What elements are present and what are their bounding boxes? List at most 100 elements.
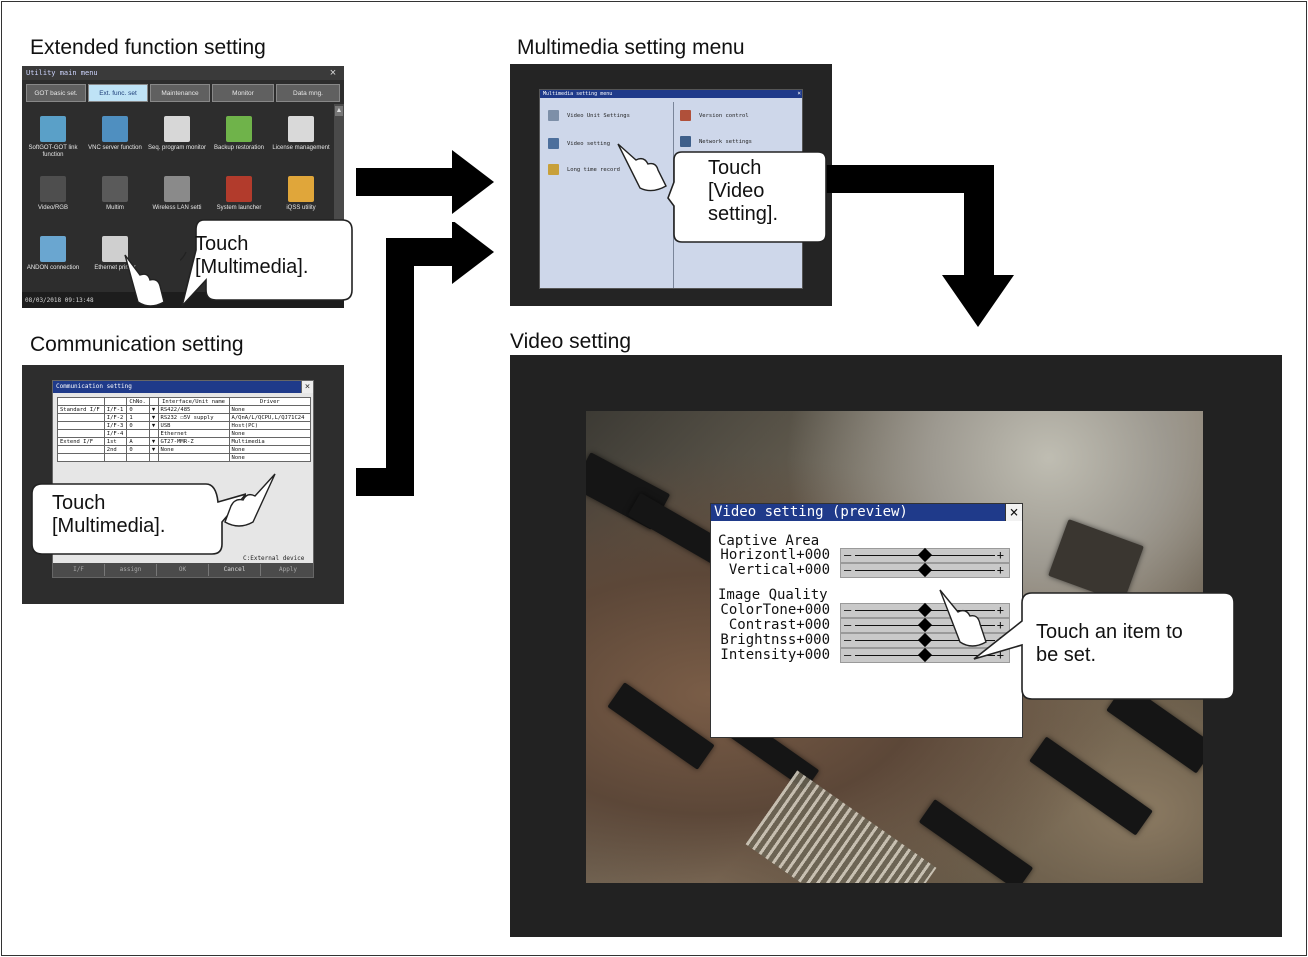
softgot-link-item[interactable]: SoftGOT-GOT link function — [22, 116, 84, 159]
minus-icon[interactable]: – — [844, 563, 852, 577]
item-label: Seq. program monitor — [147, 145, 207, 151]
license-management-icon — [288, 116, 314, 142]
close-icon[interactable]: × — [329, 67, 337, 79]
iqss-utility-item[interactable]: iQSS utility — [270, 176, 332, 212]
slider-value: +000 — [796, 647, 830, 663]
slider-label: Contrast — [728, 617, 797, 633]
tab-got-basic[interactable]: GOT basic set. — [26, 84, 86, 102]
chevron-down-icon[interactable]: ▼ — [148, 437, 159, 446]
menu-item-video-unit-settings[interactable]: Video Unit Settings — [548, 110, 630, 121]
minus-icon[interactable]: – — [844, 633, 852, 647]
plus-icon[interactable]: + — [996, 548, 1004, 562]
table-cell: 2nd — [103, 445, 128, 454]
callout-mm-bubble — [667, 151, 827, 243]
intensity-slider[interactable]: –+ — [840, 647, 1010, 663]
close-icon[interactable]: × — [301, 381, 313, 393]
if-button[interactable]: I/F — [53, 564, 105, 576]
video-rgb-item[interactable]: Video/RGB — [22, 176, 84, 212]
table-cell: None — [157, 445, 230, 454]
slider-label: ColorTone — [720, 602, 797, 618]
chevron-down-icon[interactable]: ▼ — [148, 445, 159, 454]
table-cell — [126, 453, 150, 462]
menu-item-long-time-record[interactable]: Long time record — [548, 164, 620, 175]
slider-knob[interactable] — [917, 647, 933, 663]
chevron-down-icon[interactable]: ▼ — [148, 405, 159, 414]
video-unit-settings-icon — [548, 110, 559, 121]
close-icon[interactable]: × — [1005, 504, 1022, 521]
slider-knob[interactable] — [917, 617, 933, 633]
callout-line: Touch — [195, 233, 249, 255]
plus-icon[interactable]: + — [996, 618, 1004, 632]
tab-monitor[interactable]: Monitor — [212, 84, 274, 102]
table-cell: 0 — [126, 445, 150, 454]
plus-icon[interactable]: + — [996, 603, 1004, 617]
chevron-down-icon[interactable]: ▼ — [148, 413, 159, 422]
horizontal-slider-row[interactable]: Horizontl+000 –+ — [711, 548, 1011, 563]
multimedia-item[interactable]: Multim — [84, 176, 146, 212]
pointing-hand-icon — [939, 589, 987, 647]
menu-item-network-settings[interactable]: Network settings — [680, 136, 752, 147]
interface-table: ChNo. Interface/Unit name Driver Standar… — [57, 397, 312, 462]
scroll-up-icon[interactable]: ▲ — [335, 106, 343, 116]
colortone-label: ColorTone+000 — [720, 603, 830, 618]
system-launcher-item[interactable]: System launcher — [208, 176, 270, 212]
menu-item-version-control[interactable]: Version control — [680, 110, 749, 121]
vertical-slider-row[interactable]: Vertical+000 –+ — [711, 563, 1011, 578]
chevron-down-icon[interactable]: ▼ — [148, 421, 159, 430]
table-cell: None — [228, 405, 312, 414]
table-cell: 0 — [126, 421, 150, 430]
utility-main-menu-title: Utility main menu — [22, 66, 344, 80]
slider-knob[interactable] — [917, 632, 933, 648]
tab-maintenance[interactable]: Maintenance — [150, 84, 210, 102]
multimedia-setting-menu-label: Multimedia setting menu — [517, 36, 745, 59]
vnc-server-item[interactable]: VNC server function — [84, 116, 146, 152]
vertical-slider[interactable]: –+ — [840, 562, 1010, 578]
assign-button[interactable]: assign — [105, 564, 157, 576]
horizontal-slider[interactable]: –+ — [840, 547, 1010, 563]
callout-ext-bubble — [180, 219, 353, 307]
plus-icon[interactable]: + — [996, 563, 1004, 577]
minus-icon[interactable]: – — [844, 548, 852, 562]
seq-program-monitor-item[interactable]: Seq. program monitor — [146, 116, 208, 152]
license-management-item[interactable]: License management — [270, 116, 332, 152]
table-cell — [57, 397, 105, 406]
slider-knob[interactable] — [917, 562, 933, 578]
callout-ext-text: Touch [Multimedia]. — [195, 233, 308, 279]
minus-icon[interactable]: – — [844, 603, 852, 617]
board-chip — [607, 682, 715, 770]
table-cell: I/F-4 — [103, 429, 128, 438]
video-setting-icon — [548, 138, 559, 149]
cancel-button[interactable]: Cancel — [209, 564, 261, 576]
contrast-label: Contrast+000 — [729, 618, 830, 633]
slider-value: +000 — [796, 547, 830, 563]
minus-icon[interactable]: – — [844, 618, 852, 632]
video-setting-dialog-title-text: Video setting (preview) — [714, 504, 908, 520]
ok-button[interactable]: OK — [157, 564, 209, 576]
tab-ext-func[interactable]: Ext. func. set — [88, 84, 148, 102]
intensity-slider-row[interactable]: Intensity+000 –+ — [711, 648, 1011, 663]
multimedia-driver-cell[interactable]: Multimedia — [228, 437, 312, 446]
tab-data-mng[interactable]: Data mng. — [276, 84, 340, 102]
vertical-scrollbar[interactable]: ▲ — [334, 104, 344, 290]
slider-knob[interactable] — [917, 547, 933, 563]
vertical-label: Vertical+000 — [729, 563, 830, 578]
wireless-lan-item[interactable]: Wireless LAN setti — [146, 176, 208, 212]
menu-item-video-setting[interactable]: Video setting — [548, 138, 610, 149]
close-icon[interactable]: × — [797, 90, 801, 97]
ethernet-printer-item[interactable]: Ethernet printer — [84, 236, 146, 272]
slider-knob[interactable] — [917, 602, 933, 618]
backup-restoration-item[interactable]: Backup restoration — [208, 116, 270, 152]
apply-button[interactable]: Apply — [278, 566, 298, 573]
table-cell — [57, 413, 105, 422]
plus-icon[interactable]: + — [996, 648, 1004, 662]
andon-connection-item[interactable]: ANDON connection — [22, 236, 84, 272]
table-row[interactable]: None — [57, 453, 312, 462]
multimedia-icon — [102, 176, 128, 202]
minus-icon[interactable]: – — [844, 648, 852, 662]
